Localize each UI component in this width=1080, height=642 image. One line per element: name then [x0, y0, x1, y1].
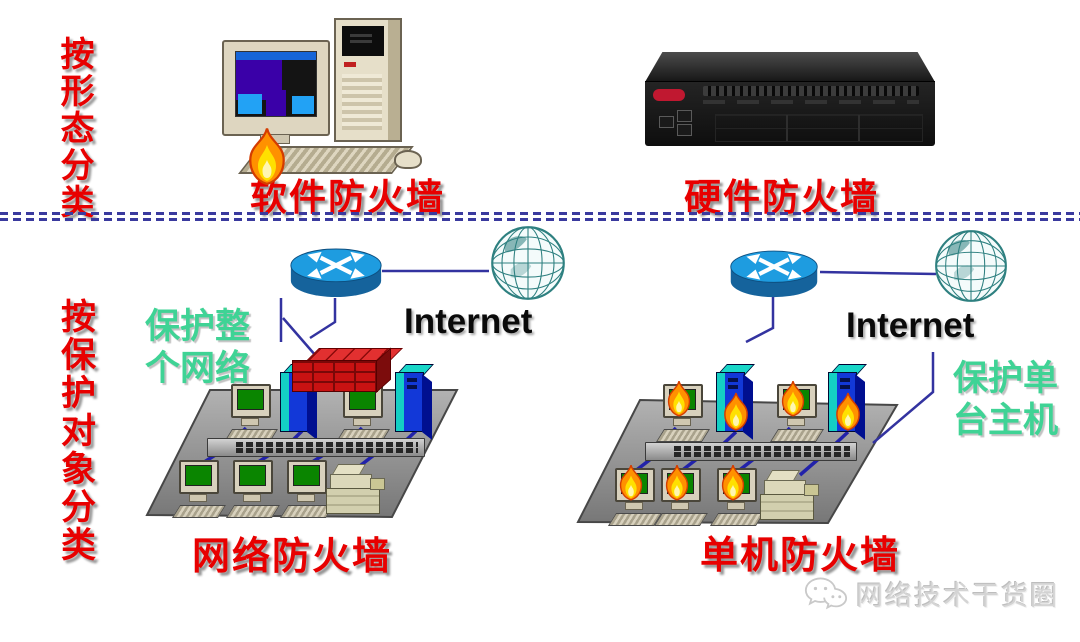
pc-monitor: [231, 384, 271, 418]
pc-screen: [237, 389, 264, 410]
pc-base: [671, 502, 689, 510]
screen-topbar: [236, 52, 316, 60]
tower-badge: [344, 62, 356, 67]
pc-base: [625, 502, 643, 510]
hardware-firewall-illustration: [645, 52, 935, 148]
network-switch: [645, 442, 857, 461]
printer-body: [760, 494, 814, 520]
network-firewall-caption: 网络防火墙: [192, 536, 393, 578]
pc-screen: [185, 465, 212, 486]
pc-base: [243, 494, 261, 502]
appliance-top: [645, 52, 935, 82]
ethernet-port: [677, 124, 692, 136]
note-protect-network: 保护整 个网络: [145, 306, 250, 390]
note-line: 保护整: [145, 307, 251, 346]
tower-vents: [342, 74, 382, 130]
server-tower: [395, 364, 434, 440]
firewall-wall-icon: [292, 347, 403, 394]
flame-icon: [616, 464, 646, 502]
hardware-firewall-caption: 硬件防火墙: [684, 177, 879, 218]
software-firewall-illustration: [222, 10, 427, 188]
ethernet-port: [659, 116, 674, 128]
wechat-icon: [804, 576, 848, 612]
note-line: 台主机: [953, 401, 1059, 440]
server-side: [422, 374, 432, 440]
internet-globe-icon: [933, 228, 1009, 304]
pc-keyboard: [655, 429, 711, 442]
host-firewall-caption: 单机防火墙: [700, 535, 901, 577]
computer-tower: [334, 18, 402, 142]
pc-keyboard: [171, 505, 227, 518]
tower-drive-panel: [342, 26, 384, 56]
ethernet-port: [677, 110, 692, 122]
pc-keyboard: [653, 513, 709, 526]
screen-block-left: [238, 94, 262, 114]
pc-base: [297, 494, 315, 502]
printer-tray: [804, 484, 819, 496]
appliance-logo: [653, 89, 685, 101]
pc-base: [353, 418, 371, 426]
network-switch: [207, 438, 425, 457]
flame-icon: [718, 464, 748, 502]
note-line: 保护单: [953, 359, 1059, 398]
pc-base: [241, 418, 259, 426]
note-protect-host: 保护单 台主机: [953, 358, 1058, 442]
router-icon: [728, 248, 820, 302]
divider-dashed-line: [0, 218, 1080, 221]
pc-keyboard: [225, 505, 281, 518]
printer-tray: [370, 478, 385, 490]
pc-base: [189, 494, 207, 502]
printer: [760, 470, 819, 522]
pc-base: [787, 418, 805, 426]
internet-label-right: Internet: [846, 306, 975, 345]
appliance-trim: [703, 100, 919, 104]
screen-block-center: [266, 90, 286, 116]
appliance-front: [645, 81, 935, 146]
flame-icon: [662, 464, 692, 502]
pc-keyboard: [769, 429, 825, 442]
router-icon: [288, 246, 384, 302]
note-line: 个网络: [145, 349, 251, 388]
router-links: [745, 270, 937, 444]
desktop-computer: [171, 460, 227, 520]
mouse: [394, 150, 422, 169]
watermark-text: 网络技术干货圈: [856, 581, 1059, 611]
appliance-vents: [703, 86, 919, 96]
computer-monitor: [222, 40, 330, 136]
flame-icon: [243, 126, 291, 188]
pc-screen: [239, 465, 266, 486]
pc-monitor: [287, 460, 327, 494]
internet-globe-icon: [489, 224, 567, 302]
divider-dashed-line: [0, 212, 1080, 215]
desktop-computer: [223, 384, 279, 444]
internet-label-left: Internet: [404, 302, 533, 341]
router-links: [279, 269, 489, 357]
flame-icon: [664, 380, 694, 418]
brick-front: [292, 360, 378, 392]
pc-screen: [293, 465, 320, 486]
monitor-screen: [235, 51, 317, 117]
pc-base: [727, 502, 745, 510]
screen-block-right: [292, 96, 314, 114]
pc-monitor: [233, 460, 273, 494]
side-label-by-target: 按保护对象分类: [56, 298, 95, 564]
printer: [326, 464, 385, 516]
flame-icon: [778, 380, 808, 418]
printer-body: [326, 488, 380, 514]
server-front: [395, 372, 424, 432]
appliance-slots: [715, 114, 923, 142]
pc-keyboard: [709, 513, 765, 526]
pc-base: [673, 418, 691, 426]
desktop-computer: [279, 460, 335, 520]
side-label-by-form: 按形态分类: [55, 36, 93, 221]
desktop-computer: [225, 460, 281, 520]
flame-icon: [720, 392, 752, 432]
watermark: 网络技术干货圈: [804, 574, 1059, 613]
pc-monitor: [179, 460, 219, 494]
flame-icon: [832, 392, 864, 432]
software-firewall-caption: 软件防火墙: [250, 177, 445, 218]
